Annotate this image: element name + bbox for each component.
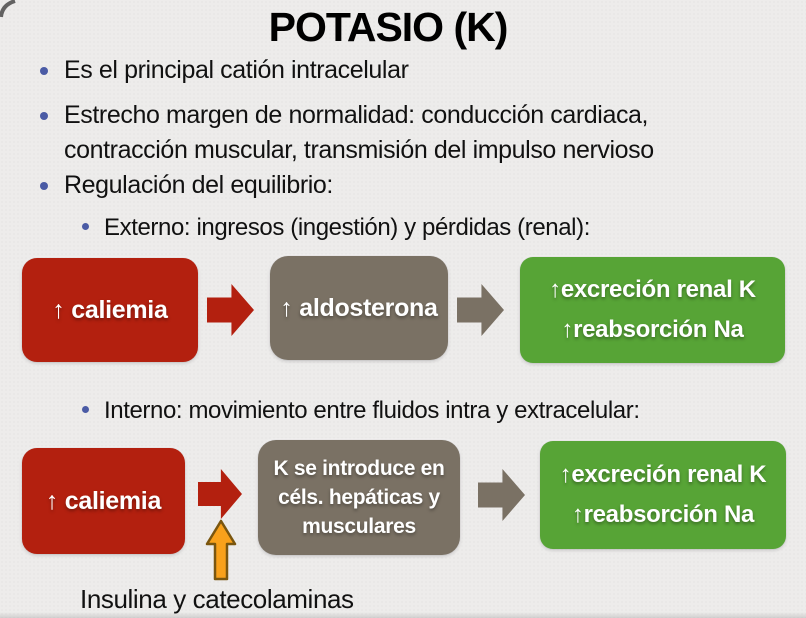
arrow-right-icon [457,284,504,336]
bullet-item: Estrecho margen de normalidad: conducció… [40,98,776,168]
bullet-text: Regulación del equilibrio: [64,171,333,199]
bullet-text: Es el principal catión intracelular [64,56,409,84]
bullet-item: Regulación del equilibrio: [40,168,333,203]
sub-bullet-externo: Externo: ingresos (ingestión) y pérdidas… [82,210,590,245]
flow2-mediator-box: K se introduce en céls. hepáticas y musc… [258,440,460,555]
slide-title: POTASIO (K) [268,4,509,50]
sub-bullet-text: Externo: ingresos (ingestión) y pérdidas… [104,214,590,241]
sub-bullet-text: Interno: movimiento entre fluidos intra … [104,397,640,424]
arrow-up-icon [205,519,237,581]
flow1-effect-box: ↑excreción renal K ↑reabsorción Na [520,257,785,363]
flow2-effect-box: ↑excreción renal K ↑reabsorción Na [540,441,786,549]
bullet-dot-icon [82,223,89,230]
flow2-effect-line1: ↑excreción renal K [559,461,767,488]
flow1-mediator-text: ↑ aldosterona [280,293,438,322]
flow1-effect-line1: ↑excreción renal K [549,276,756,303]
flow1-cause-text: ↑ caliemia [52,295,168,324]
bullet-dot-icon [82,406,89,413]
arrow-right-icon [207,284,254,336]
flow2-cause-text: ↑ caliemia [45,486,162,515]
arrow-right-icon [198,469,242,519]
bullet-text: Estrecho margen de normalidad: conducció… [64,101,654,164]
flow1-effect-line2: ↑reabsorción Na [561,316,744,343]
flow1-mediator-box: ↑ aldosterona [270,256,448,360]
flow2-effect-line2: ↑reabsorción Na [571,501,755,528]
flow2-mediator-text: K se introduce en céls. hepáticas y musc… [273,457,445,538]
bullet-dot-icon [40,112,48,120]
arrow-right-icon [478,469,525,521]
flow2-cause-box: ↑ caliemia [22,448,185,554]
bullet-item: Es el principal catión intracelular [40,53,409,88]
page-corner-mark [0,0,16,18]
insulin-caption: Insulina y catecolaminas [80,584,354,614]
sub-bullet-interno: Interno: movimiento entre fluidos intra … [82,393,640,428]
bottom-edge-shadow [0,612,806,618]
bullet-dot-icon [40,182,48,190]
flow1-cause-box: ↑ caliemia [22,258,198,362]
bullet-dot-icon [40,67,48,75]
